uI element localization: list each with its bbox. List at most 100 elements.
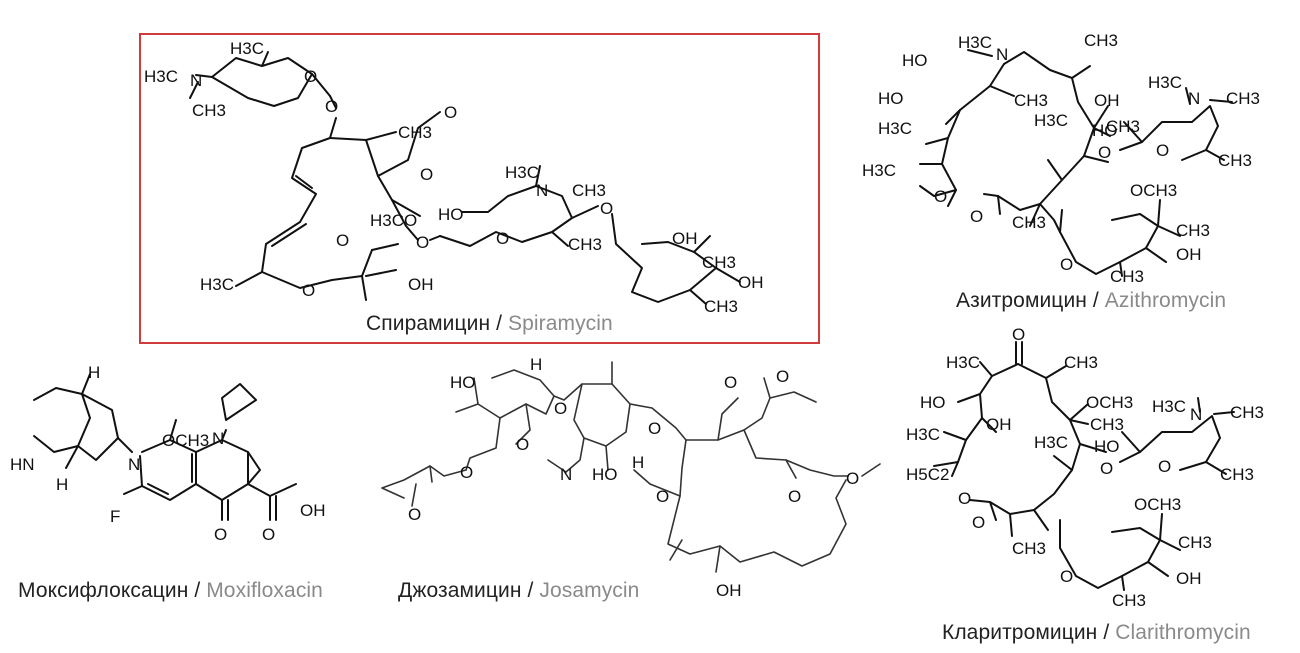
atom-label: OH [408,275,434,294]
atom-label: O [262,525,275,544]
atom-label: O [302,281,315,300]
atom-label: O [846,469,859,488]
atom-label: H [56,475,68,494]
atom-label: H3C [906,425,940,444]
atom-label: CH3 [1014,91,1048,110]
atom-label: O [724,373,737,392]
caption-en: Josamycin [539,579,640,602]
atom-label: O [325,97,338,116]
josamycin-atom-labels: HO H O O O O N HO H O O O O O O OH [408,355,859,600]
atom-label: O [460,463,473,482]
atom-label: OCH3 [1130,181,1177,200]
atom-label: CH3 [1226,89,1260,108]
caption-en: Clarithromycin [1115,621,1251,644]
atom-label: O [444,103,457,122]
atom-label: OH [1176,569,1202,588]
atom-label: CH3 [702,253,736,272]
atom-label: O [648,419,661,438]
atom-label: CH3 [1012,539,1046,558]
atom-label: N [536,181,548,200]
atom-label: HO [450,373,476,392]
atom-label: H3C [878,119,912,138]
caption-spiramycin: Спирамицин / Spiramycin [366,312,613,336]
atom-label: O [304,67,317,86]
caption-separator: / [527,579,534,602]
atom-label: O [1060,255,1073,274]
atom-label: O [1012,325,1025,344]
caption-ru: Спирамицин [366,312,491,335]
atom-label: CH3 [1220,465,1254,484]
atom-label: H [530,355,542,374]
atom-label: CH3 [1064,353,1098,372]
atom-label: CH3 [704,297,738,316]
josamycin-structure [381,361,881,573]
atom-label: O [1158,457,1171,476]
atom-label: O [788,487,801,506]
atom-label: O [496,229,509,248]
atom-label: N [128,455,140,474]
atom-label: H3C [1034,111,1068,130]
caption-josamycin: Джозамицин / Josamycin [398,579,639,603]
atom-label: OH [300,501,326,520]
atom-label: H5C2 [906,465,949,484]
atom-label: CH3 [1110,267,1144,286]
atom-label: H3CO [370,211,417,230]
atom-label: CH3 [1230,403,1264,422]
atom-label: O [1060,567,1073,586]
atom-label: HO [438,205,464,224]
atom-label: O [408,505,421,524]
atom-label: H3C [862,161,896,180]
caption-azithromycin: Азитромицин / Azithromycin [956,289,1226,313]
atom-label: H3C [230,39,264,58]
caption-en: Spiramycin [507,312,613,335]
atom-label: F [110,507,120,526]
atom-label: H3C [946,353,980,372]
caption-ru: Кларитромицин [942,621,1098,644]
atom-label: O [972,513,985,532]
atom-label: HO [592,465,618,484]
atom-label: N [1188,89,1200,108]
atom-label: O [934,187,947,206]
atom-label: H [632,453,644,472]
atom-label: O [970,207,983,226]
caption-en: Moxifloxacin [206,579,323,602]
atom-label: OH [738,273,764,292]
spiramycin-highlight-frame [139,33,820,344]
clarithromycin-structure [933,341,1235,591]
clarithromycin-atom-labels: O H3C CH3 HO OCH3 H3C OH CH3 H3C N CH3 H… [906,325,1264,610]
atom-label: H3C [958,33,992,52]
caption-moxifloxacin: Моксифлоксацин / Moxifloxacin [18,579,323,603]
atom-label: CH3 [398,123,432,142]
atom-label: HO [878,89,904,108]
caption-separator: / [1092,289,1099,312]
atom-label: HO [902,51,928,70]
caption-separator: / [194,579,201,602]
atom-label: O [1100,459,1113,478]
atom-label: HN [10,455,35,474]
atom-label: OH [1094,91,1120,110]
atom-label: O [776,367,789,386]
atom-label: CH3 [1112,591,1146,610]
atom-label: HO [1092,121,1118,140]
atom-label: O [516,435,529,454]
moxifloxacin-structure [33,373,297,521]
atom-label: OH [716,581,742,600]
atom-label: OCH3 [1134,495,1181,514]
atom-label: O [1156,141,1169,160]
atom-label: N [996,45,1008,64]
atom-label: CH3 [1012,213,1046,232]
atom-label: N [212,429,224,448]
atom-label: CH3 [572,181,606,200]
atom-label: CH3 [1106,117,1140,136]
spiramycin-atom-labels: H3C N CH3 H3C O O CH3 O H3C N CH3 HO H3C… [144,39,764,316]
caption-ru: Джозамицин [398,579,522,602]
atom-label: O [420,165,433,184]
atom-label: OH [1176,245,1202,264]
spiramycin-structure [189,51,741,305]
atom-label: HO [1094,437,1120,456]
atom-label: OCH3 [162,431,209,450]
atom-label: CH3 [1176,221,1210,240]
atom-label: OH [672,229,698,248]
